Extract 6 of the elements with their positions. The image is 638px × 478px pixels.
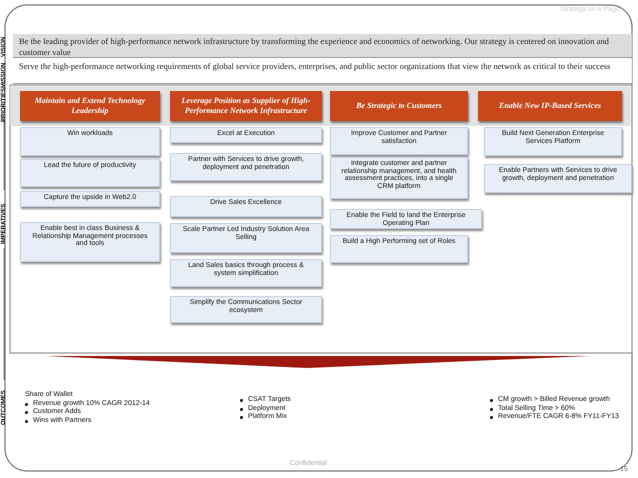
priority-header: Maintain and Extend Technology Leadership [20, 91, 160, 121]
mission-band: Serve the high-performance networking requirements of global service providers, enterprises, and public sector organizations that view the network as critical to their success [13, 59, 632, 84]
priority-header: Be Strategic to Customers [330, 91, 468, 121]
vision-band: Be the leading provider of high-performance network infrastructure by transforming the experience and economics of networking. Our strategy is centered on innovation and customer value [13, 34, 632, 58]
priority-header: Enable New IP-Based Services [478, 91, 622, 121]
priority-header: Leverage Position as Supplier of High-Performance Network Infrastructure [170, 91, 322, 121]
